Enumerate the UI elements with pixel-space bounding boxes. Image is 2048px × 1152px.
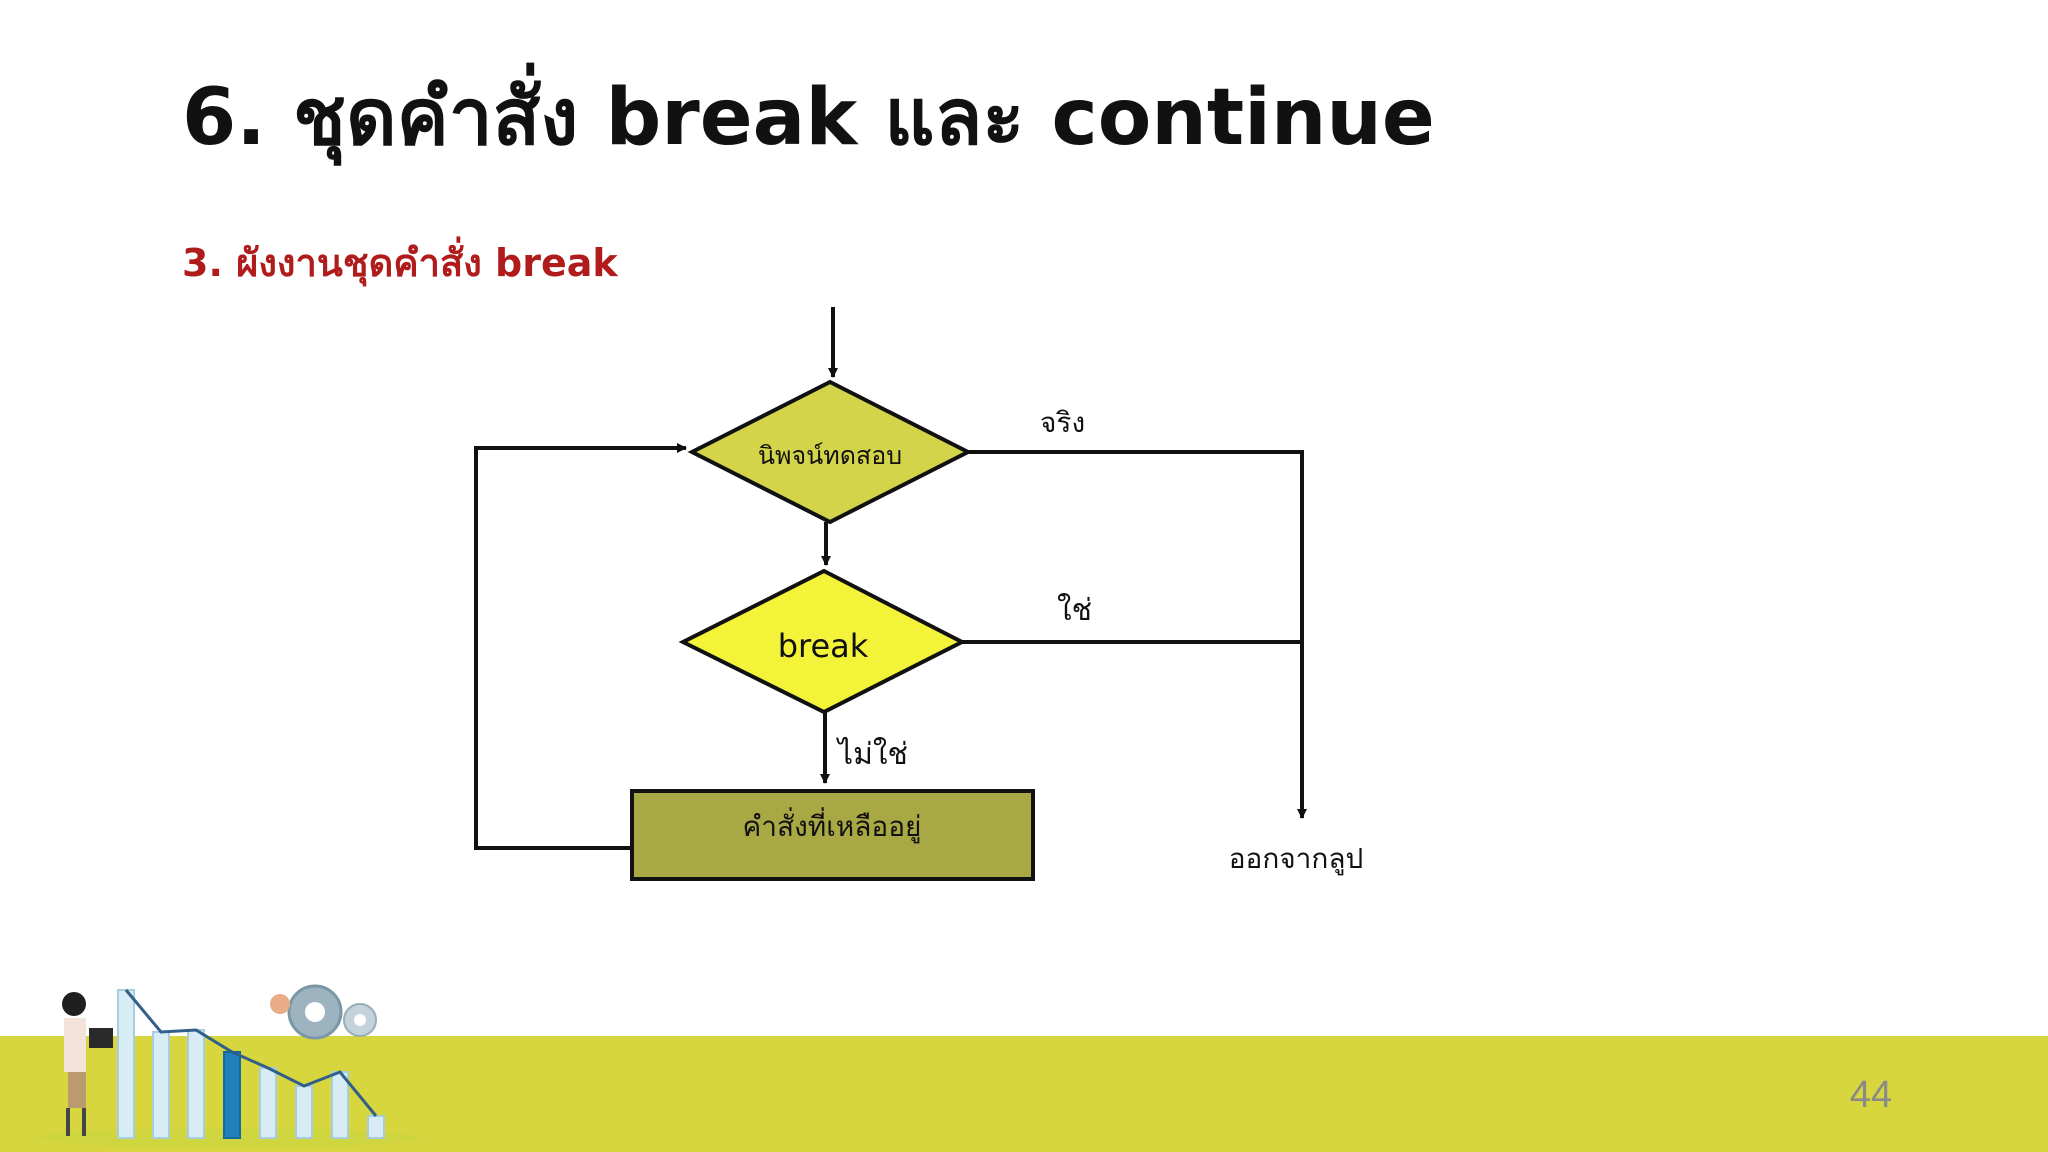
page-number: 44	[1849, 1074, 1892, 1116]
yes-label: ใช่	[1057, 593, 1092, 628]
break-label: break	[778, 627, 869, 665]
exit-label: ออกจากลูป	[1229, 842, 1364, 876]
gear-icon	[270, 984, 377, 1040]
statements-label: คำสั่งที่เหลืออยู่	[743, 807, 922, 844]
slide-title: 6. ชุดคำสั่ง break และ continue	[182, 73, 1435, 163]
analytics-illustration	[40, 984, 420, 1148]
condition-label: นิพจน์ทดสอบ	[758, 441, 902, 470]
bar-chart-icon	[117, 989, 385, 1139]
slide-subtitle: 3. ผังงานชุดคำสั่ง break	[182, 241, 618, 285]
statements-box	[630, 789, 1035, 881]
condition-diamond	[687, 379, 973, 525]
true-branch-line	[968, 450, 1307, 819]
break-flowchart: นิพจน์ทดสอบ จริง break ใช่ ไม่ใช่ คำสั่ง…	[474, 307, 1364, 881]
true-label: จริง	[1040, 406, 1085, 439]
no-label: ไม่ใช่	[836, 736, 908, 772]
person-icon	[62, 992, 113, 1136]
loop-back-arrow	[474, 443, 687, 850]
